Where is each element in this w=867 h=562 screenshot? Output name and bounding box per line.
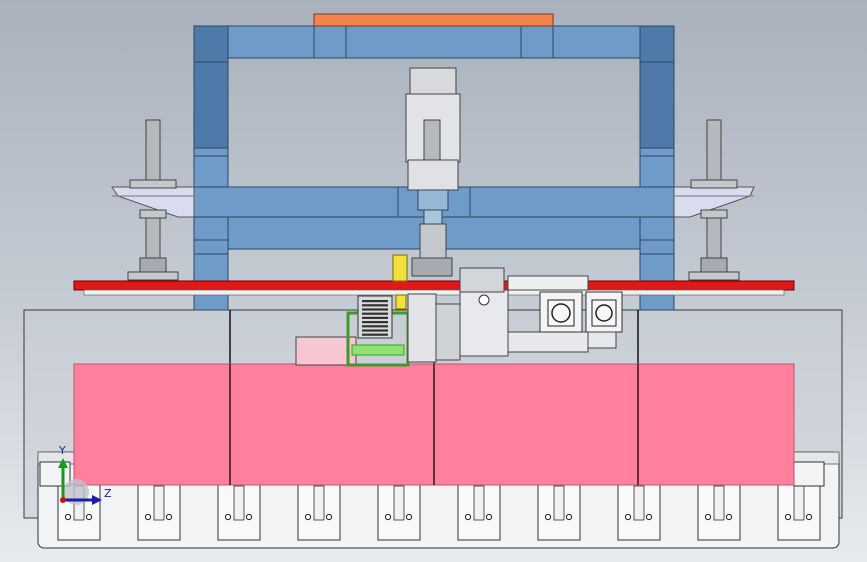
clamp — [537, 483, 581, 541]
clamp — [137, 483, 181, 541]
triad-y-label: Y — [58, 444, 66, 457]
top-plate-orange[interactable] — [313, 13, 554, 27]
clamp — [457, 483, 501, 541]
triad-z-label: Z — [104, 487, 112, 500]
clamp — [777, 483, 821, 541]
frame-top-beam[interactable] — [227, 25, 641, 59]
gearbox — [407, 267, 509, 363]
light-pink-slider — [295, 336, 357, 366]
frame-right-column[interactable] — [639, 25, 675, 311]
servo-motor[interactable] — [507, 275, 623, 353]
clamp — [697, 483, 741, 541]
clamp — [617, 483, 661, 541]
coordinate-triad: Y Z — [58, 444, 112, 505]
rack-gear[interactable] — [357, 295, 393, 339]
guide-post-right[interactable] — [688, 119, 740, 281]
clamp — [297, 483, 341, 541]
clamp — [217, 483, 261, 541]
guide-bracket-left — [111, 186, 195, 218]
clamp — [377, 483, 421, 541]
lift-cylinder[interactable] — [405, 67, 461, 277]
end-clamp — [793, 461, 825, 487]
guide-bracket-right — [673, 186, 755, 218]
yellow-part — [392, 254, 408, 310]
guide-post-left[interactable] — [127, 119, 179, 281]
base-plate-red[interactable] — [73, 280, 795, 296]
frame-left-column[interactable] — [193, 25, 229, 311]
